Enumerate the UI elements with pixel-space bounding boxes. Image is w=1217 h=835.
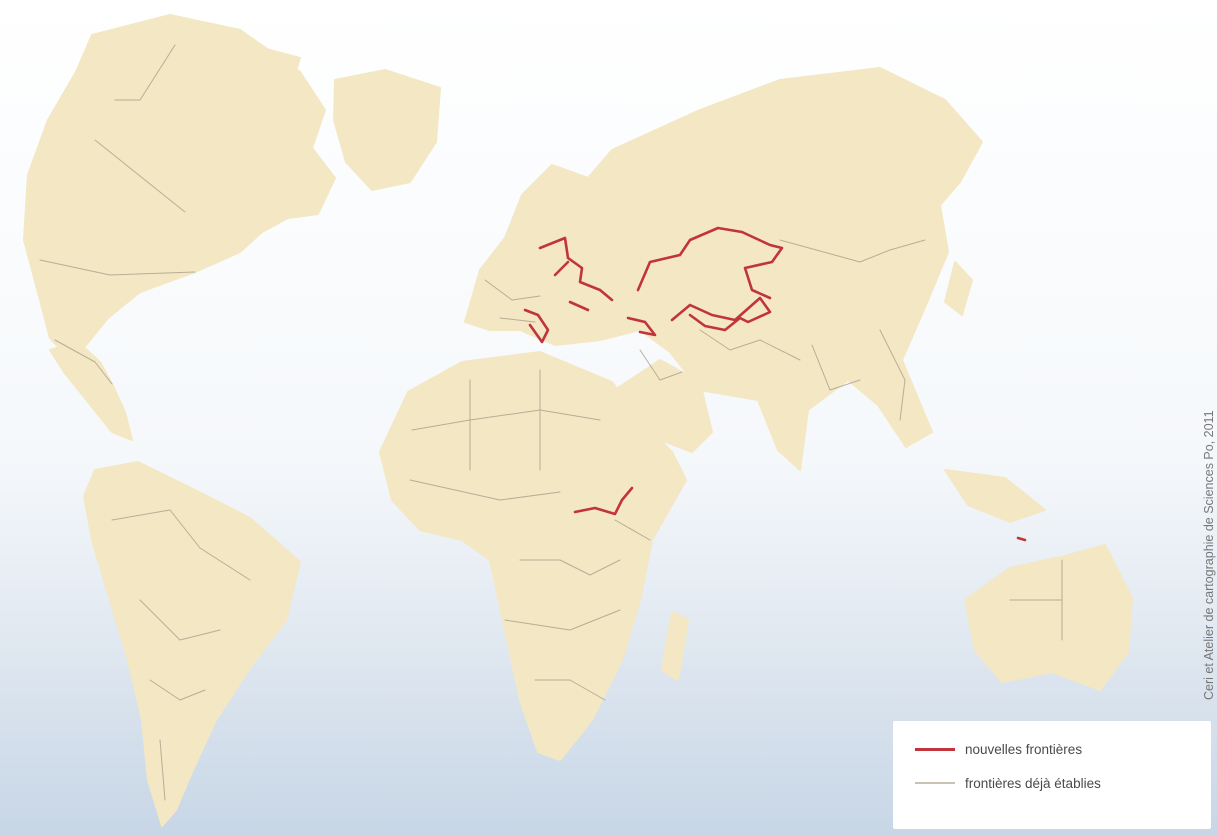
legend-label-new-borders: nouvelles frontières xyxy=(965,741,1083,757)
new-border-east-timor xyxy=(1016,536,1027,542)
land-south-america xyxy=(83,461,301,827)
new-border-baltic-belarus-ukraine xyxy=(538,236,614,302)
legend-swatch-established-borders xyxy=(915,782,955,784)
legend-item-new-borders: nouvelles frontières xyxy=(915,739,1082,759)
new-border-caucasus xyxy=(626,316,657,337)
new-border-sudan xyxy=(573,486,634,516)
land-central-america xyxy=(49,341,133,441)
land-australia xyxy=(964,544,1133,691)
land-africa xyxy=(379,351,687,761)
legend-item-established-borders: frontières déjà établies xyxy=(915,773,1101,793)
new-border-moldova xyxy=(568,300,590,312)
land-madagascar xyxy=(661,611,689,681)
land-southeast-asia-islands xyxy=(944,469,1046,523)
land-japan xyxy=(944,261,973,316)
land-north-america xyxy=(23,14,336,363)
established-borders xyxy=(39,44,1063,801)
new-border-central-asia xyxy=(670,296,772,332)
landmasses xyxy=(23,14,1133,827)
new-border-kazakhstan xyxy=(636,226,784,300)
legend-swatch-new-borders xyxy=(915,747,955,751)
land-greenland xyxy=(333,69,441,191)
source-credit: Ceri et Atelier de cartographie de Scien… xyxy=(1202,410,1216,700)
legend: nouvelles frontières frontières déjà éta… xyxy=(893,721,1211,829)
new-border-balkans xyxy=(523,308,550,344)
legend-label-established-borders: frontières déjà établies xyxy=(965,775,1101,791)
new-borders xyxy=(523,226,1027,542)
land-arctic-islands xyxy=(219,47,301,96)
land-europe-asia xyxy=(464,67,983,471)
new-border-poland-ukraine xyxy=(553,260,570,277)
